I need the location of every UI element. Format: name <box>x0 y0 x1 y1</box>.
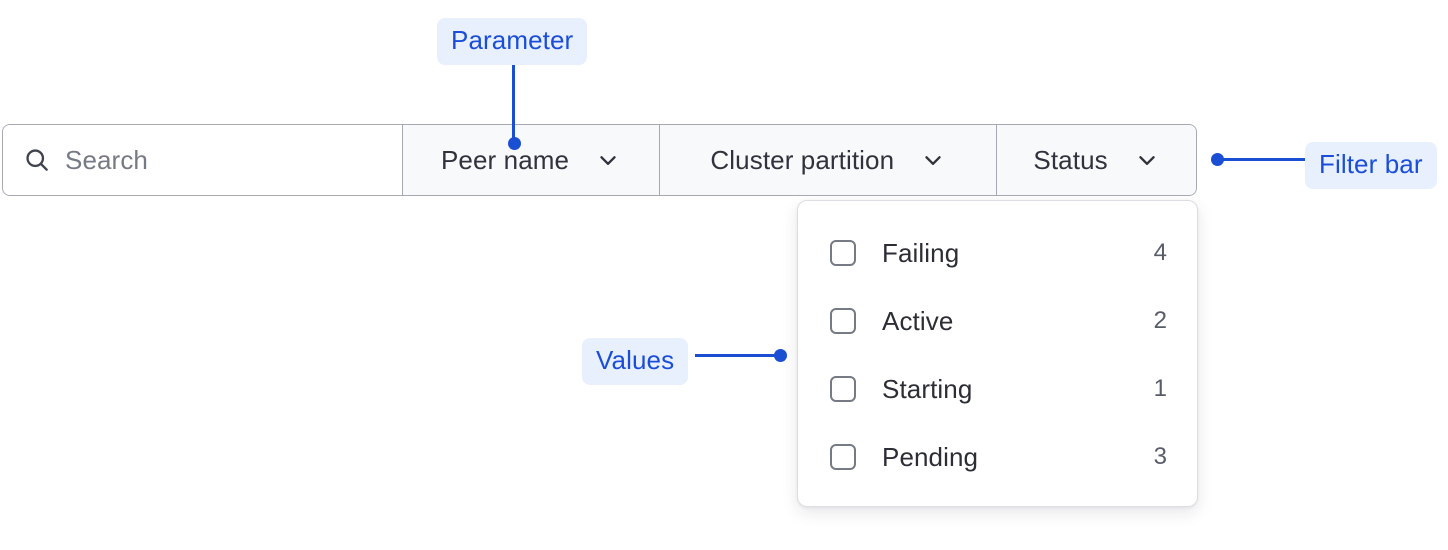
annotation-leader-line-values <box>695 354 781 357</box>
checkbox-icon[interactable] <box>830 240 856 266</box>
annotation-label-parameter: Parameter <box>437 18 588 65</box>
annotation-leader-line-filter-bar <box>1222 158 1308 161</box>
filter-bar[interactable]: Search Peer name Cluster partition Statu… <box>2 124 1197 196</box>
list-item-label: Pending <box>882 441 979 472</box>
list-item[interactable]: Starting 1 <box>798 355 1197 423</box>
annotation-anchor-dot-parameter <box>508 137 521 150</box>
checkbox-icon[interactable] <box>830 444 856 470</box>
annotation-leader-line-parameter <box>512 56 515 144</box>
status-filter-dropdown-panel[interactable]: Failing 4 Active 2 Starting 1 Pending 3 <box>797 200 1198 507</box>
filter-dropdown-peer-name[interactable]: Peer name <box>402 125 661 195</box>
filter-dropdown-peer-name-label: Peer name <box>440 144 570 175</box>
list-item-count: 4 <box>1153 239 1167 266</box>
search-icon <box>23 146 51 174</box>
filter-dropdown-status[interactable]: Status <box>997 125 1196 195</box>
chevron-down-icon <box>595 147 621 173</box>
list-item-count: 1 <box>1153 375 1167 402</box>
list-item-label: Active <box>882 305 954 336</box>
search-input-placeholder[interactable]: Search <box>65 144 148 175</box>
annotation-label-values: Values <box>582 338 689 385</box>
list-item-label: Failing <box>882 237 960 268</box>
list-item[interactable]: Failing 4 <box>798 219 1197 287</box>
checkbox-icon[interactable] <box>830 308 856 334</box>
list-item[interactable]: Pending 3 <box>798 423 1197 491</box>
list-item-count: 3 <box>1153 443 1167 470</box>
chevron-down-icon <box>1134 147 1160 173</box>
annotation-label-filter-bar: Filter bar <box>1305 142 1437 189</box>
list-item-count: 2 <box>1153 307 1167 334</box>
filter-dropdown-cluster-partition[interactable]: Cluster partition <box>660 125 998 195</box>
annotation-anchor-dot-filter-bar <box>1211 153 1224 166</box>
filter-dropdown-status-label: Status <box>1033 144 1108 175</box>
list-item[interactable]: Active 2 <box>798 287 1197 355</box>
checkbox-icon[interactable] <box>830 376 856 402</box>
filter-dropdown-cluster-partition-label: Cluster partition <box>710 144 895 175</box>
search-field[interactable]: Search <box>3 125 403 195</box>
chevron-down-icon <box>920 147 946 173</box>
annotation-anchor-dot-values <box>774 349 787 362</box>
list-item-label: Starting <box>882 373 973 404</box>
